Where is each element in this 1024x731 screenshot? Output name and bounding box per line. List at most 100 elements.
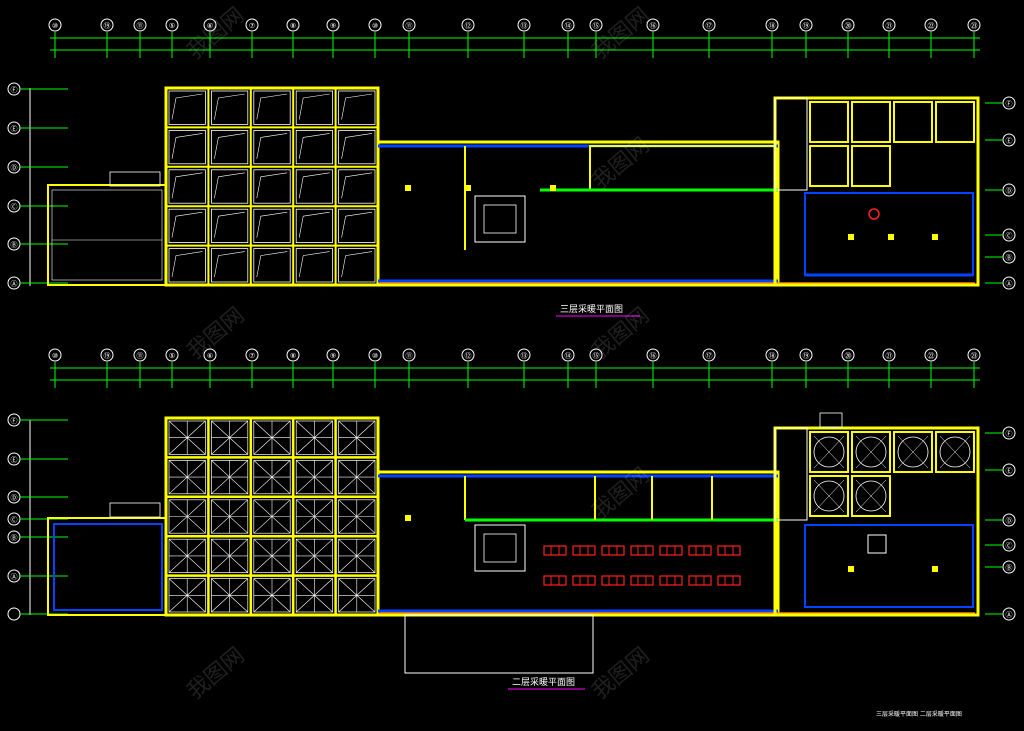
axis-label: Ⓒ bbox=[11, 516, 18, 524]
axis-label: ㉒ bbox=[928, 352, 935, 360]
radiator bbox=[688, 575, 712, 586]
top-plan-caption: 三层采暖平面图 bbox=[560, 303, 623, 315]
axis-label: ⑲ bbox=[803, 22, 810, 30]
axis-label: ⑪ bbox=[137, 352, 144, 360]
watermark-text: 我图网 bbox=[588, 643, 655, 705]
axis-label: ⑨ bbox=[330, 22, 336, 30]
fan-cell bbox=[893, 431, 933, 473]
axis-label: Ⓐ bbox=[1006, 611, 1013, 619]
grid-cell bbox=[295, 248, 334, 283]
grid-cell bbox=[295, 90, 334, 125]
axis-label: ⑩ bbox=[372, 352, 378, 360]
grid-cell bbox=[295, 129, 334, 165]
axis-label: Ⓕ bbox=[11, 86, 18, 94]
grid-cell bbox=[253, 248, 291, 283]
axis-label: ⑩ bbox=[372, 22, 378, 30]
grid-cell bbox=[338, 208, 376, 243]
fan-cell bbox=[851, 475, 891, 517]
top-central-block bbox=[376, 140, 975, 287]
axis-label: Ⓓ bbox=[1006, 517, 1013, 525]
axis-label: ⑲ bbox=[104, 22, 111, 30]
bottom-left-wing bbox=[47, 517, 167, 616]
grid-cell bbox=[210, 129, 249, 165]
axis-label: Ⓔ bbox=[1006, 467, 1013, 475]
room-cell bbox=[851, 101, 891, 143]
axis-label: ⑤ bbox=[169, 352, 175, 360]
axis-label: ⑫ bbox=[465, 22, 472, 30]
radiator bbox=[572, 575, 596, 586]
axis-label: ㉑ bbox=[886, 22, 893, 30]
grid-cell bbox=[338, 169, 376, 204]
watermark-text: 我图网 bbox=[183, 643, 250, 705]
axis-label: ⑤ bbox=[169, 22, 175, 30]
axis-label: ⑰ bbox=[706, 352, 713, 360]
axis-label: Ⓔ bbox=[11, 125, 18, 133]
top-dimension-line bbox=[50, 37, 980, 51]
axis-label: Ⓓ bbox=[11, 164, 18, 172]
axis-label: ⑥ bbox=[207, 352, 213, 360]
axis-label: ⑦ bbox=[249, 352, 255, 360]
grid-cell bbox=[168, 129, 206, 165]
radiator bbox=[630, 575, 654, 586]
axis-label: Ⓑ bbox=[11, 241, 18, 249]
grid-cell bbox=[295, 169, 334, 204]
radiator bbox=[601, 575, 625, 586]
radiator bbox=[543, 575, 567, 586]
axis-label: ㉓ bbox=[971, 352, 978, 360]
radiator bbox=[543, 545, 567, 556]
bottom-right-block bbox=[773, 412, 980, 617]
axis-label: ⑦ bbox=[249, 22, 255, 30]
axis-label: ⑧ bbox=[290, 22, 296, 30]
grid-cell bbox=[210, 248, 249, 283]
fan-cell bbox=[809, 475, 849, 517]
axis-label: ㉒ bbox=[928, 22, 935, 30]
axis-label: ⑩ bbox=[52, 22, 58, 30]
radiator bbox=[601, 545, 625, 556]
axis-label: ⑯ bbox=[650, 352, 657, 360]
room-cell bbox=[893, 101, 933, 143]
radiator bbox=[659, 545, 683, 556]
radiator-rows bbox=[543, 545, 741, 586]
radiator bbox=[717, 545, 741, 556]
axis-label: ⑪ bbox=[406, 352, 413, 360]
radiator bbox=[717, 575, 741, 586]
fan-cell bbox=[809, 431, 849, 473]
room-cell bbox=[851, 145, 891, 187]
axis-label: ⑲ bbox=[104, 352, 111, 360]
watermark-text: 我图网 bbox=[183, 3, 250, 65]
axis-label: Ⓐ bbox=[1006, 280, 1013, 288]
fan-cell bbox=[851, 431, 891, 473]
axis-label: ⑭ bbox=[565, 22, 572, 30]
axis-label: Ⓓ bbox=[1006, 187, 1013, 195]
watermark-text: 我图网 bbox=[588, 3, 655, 65]
axis-label: Ⓒ bbox=[1006, 542, 1013, 550]
bottom-annex bbox=[404, 614, 594, 674]
axis-label: ⑮ bbox=[593, 22, 600, 30]
grid-cell bbox=[210, 169, 249, 204]
axis-label: Ⓕ bbox=[1006, 100, 1013, 108]
axis-label: Ⓔ bbox=[1006, 137, 1013, 145]
top-grid-cells bbox=[166, 88, 378, 285]
axis-label: ㉑ bbox=[886, 352, 893, 360]
radiator bbox=[572, 545, 596, 556]
top-stair-left bbox=[109, 171, 161, 187]
grid-cell bbox=[253, 129, 291, 165]
grid-cell bbox=[168, 248, 206, 283]
axis-label: ⑳ bbox=[845, 352, 852, 360]
room-cell bbox=[809, 101, 849, 143]
grid-cell bbox=[295, 208, 334, 243]
bottom-stair-left bbox=[109, 502, 161, 518]
grid-cell bbox=[338, 90, 376, 125]
grid-cell bbox=[338, 129, 376, 165]
axis-label: Ⓐ bbox=[11, 280, 18, 288]
axis-label: ⑪ bbox=[406, 22, 413, 30]
axis-label: Ⓔ bbox=[11, 456, 18, 464]
radiator bbox=[659, 575, 683, 586]
grid-cell bbox=[253, 208, 291, 243]
grid-cell bbox=[210, 90, 249, 125]
